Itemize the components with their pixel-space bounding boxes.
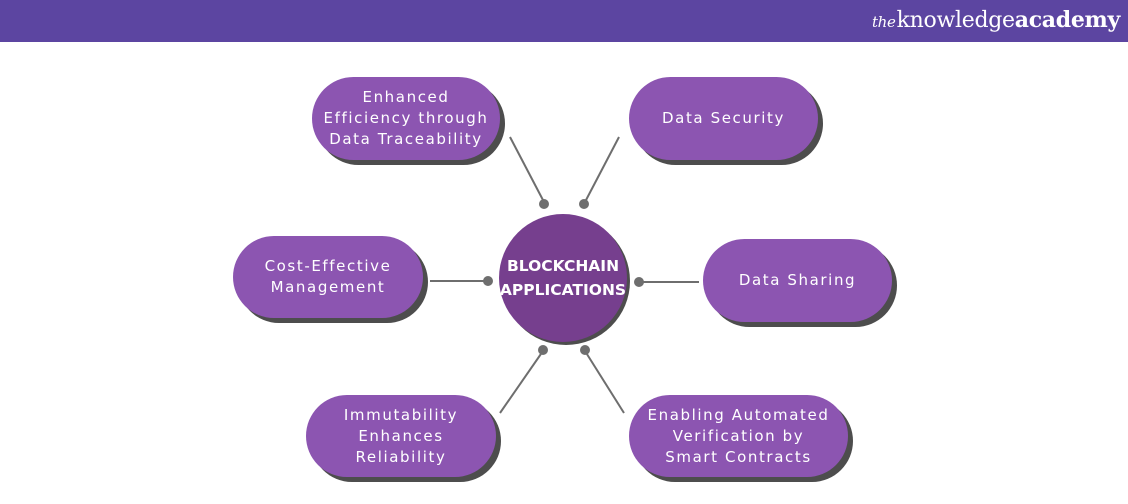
node-label-line: Cost-Effective xyxy=(264,257,392,275)
node-label-line: Data Traceability xyxy=(329,130,483,148)
node-enabling-automated-verification: Enabling Automated Verification by Smart… xyxy=(629,395,848,477)
connector-top-right xyxy=(584,136,620,203)
node-label-line: Smart Contracts xyxy=(665,447,812,466)
node-enhanced-efficiency: Enhanced Efficiency through Data Traceab… xyxy=(312,77,500,160)
logo-word-academy: academy xyxy=(1014,7,1121,33)
node-label-line: Data Security xyxy=(662,109,785,127)
header-bar: theknowledgeacademy xyxy=(0,0,1128,42)
connector-dot-bottom-right xyxy=(580,345,590,355)
node-label-line: Reliability xyxy=(355,447,447,466)
node-label-line: Enhanced xyxy=(362,88,450,106)
node-label-line: Immutability xyxy=(343,405,459,424)
connector-bottom-right xyxy=(584,350,625,414)
node-data-sharing: Data Sharing xyxy=(703,239,892,322)
connector-dot-top-left xyxy=(539,199,549,209)
node-immutability-enhances-reliability: Immutability Enhances Reliability xyxy=(306,395,496,477)
node-cost-effective-management: Cost-Effective Management xyxy=(233,236,423,318)
connector-dot-middle-right xyxy=(634,277,644,287)
center-node-blockchain-applications: BLOCKCHAIN APPLICATIONS xyxy=(499,214,627,342)
connector-dot-middle-left xyxy=(483,276,493,286)
center-label-line-2: APPLICATIONS xyxy=(499,281,627,299)
connector-dot-top-right xyxy=(579,199,589,209)
node-label-line: Enabling Automated xyxy=(647,405,830,424)
node-label-line: Management xyxy=(270,278,386,296)
node-label-line: Data Sharing xyxy=(738,271,857,289)
brand-logo: theknowledgeacademy xyxy=(872,7,1120,33)
node-label-line: Efficiency through xyxy=(323,109,489,127)
node-data-security: Data Security xyxy=(629,77,818,160)
connector-bottom-left xyxy=(499,350,544,414)
center-label-line-1: BLOCKCHAIN xyxy=(506,257,620,275)
node-label-line: Enhances xyxy=(358,426,444,445)
logo-word-knowledge: knowledge xyxy=(896,8,1015,33)
connector-top-left xyxy=(509,136,545,203)
connector-dot-bottom-left xyxy=(538,345,548,355)
logo-prefix: the xyxy=(871,13,896,31)
node-label-line: Verification by xyxy=(672,426,805,445)
